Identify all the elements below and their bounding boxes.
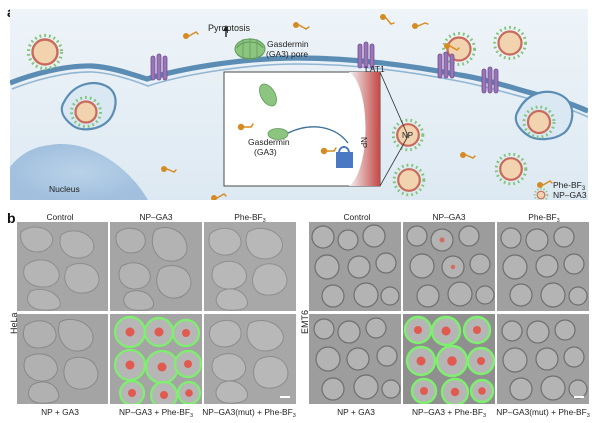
legend-phe-sub: 3 [582, 186, 586, 192]
tethered-gasdermin [267, 126, 349, 144]
phe-bf3-inside-box [237, 123, 254, 131]
bottom-label-right-2-sub: 3 [482, 413, 487, 419]
bottom-label-right-2-text: NP–GA3 + Phe-BF [411, 407, 483, 417]
legend-phe-icon [537, 180, 553, 188]
bottom-label-right-2: NP–GA3 + Phe-BF3 [411, 407, 487, 419]
zoom-line-bottom [379, 135, 409, 187]
schematic-label-pyroptosis: Pyroptosis [208, 23, 251, 33]
free-gasdermin-top [259, 83, 277, 107]
micro-hela-np-ga3-mut-plus-phe [204, 314, 296, 404]
schematic-label-gasdermin-ga3-line1: Gasdermin [248, 137, 290, 147]
legend-phe-label: Phe-BF3 [553, 180, 586, 192]
top-label-left-1-text: Control [46, 212, 74, 222]
bottom-label-right-3: NP–GA3(mut) + Phe-BF3 [496, 407, 590, 419]
top-label-right-3: Phe-BF3 [528, 212, 560, 224]
panel-a-schematic: Pyroptosis Gasdermin (GA3) pore LAT1 Gas… [10, 9, 588, 200]
np-ga3-group-lower-right [392, 163, 426, 197]
phe-bf3-scattered [161, 14, 476, 200]
panel-b-letter: b [7, 210, 16, 226]
schematic-label-gasdermin-line2: (GA3) pore [266, 49, 308, 59]
top-label-right-1-text: Control [343, 212, 371, 222]
micro-emt6-control [309, 222, 401, 311]
release-arrow [223, 25, 229, 37]
bottom-label-left-3: NP–GA3(mut) + Phe-BF3 [202, 407, 296, 419]
top-label-right-1: Control [344, 213, 371, 221]
schematic-label-gasdermin-line1: Gasdermin [267, 39, 309, 49]
micro-emt6-phe [497, 222, 589, 311]
zoom-line-top [379, 71, 409, 137]
top-label-left-3-text: Phe-BF [234, 212, 263, 222]
schematic-label-nucleus: Nucleus [49, 184, 80, 194]
np-ga3-group-top-left [26, 33, 64, 71]
micro-emt6-np-ga3-plus-phe [403, 314, 495, 404]
legend-npga3-label: NP–GA3 [553, 190, 587, 200]
scale-bar-left [280, 396, 290, 398]
bottom-label-right-1: NP + GA3 [337, 408, 375, 416]
bottom-label-left-3-sub: 3 [292, 413, 296, 419]
schematic-label-lat1: LAT1 [365, 64, 385, 74]
schematic-label-gasdermin-ga3-line2: (GA3) [254, 147, 277, 157]
gasdermin-pore [234, 38, 266, 60]
top-label-left-2: NP–GA3 [139, 213, 172, 221]
phe-bf3-near-lock [320, 147, 337, 155]
top-label-right-3-sub: 3 [556, 218, 560, 224]
top-label-right-2: NP–GA3 [432, 213, 465, 221]
top-label-left-3: Phe-BF3 [234, 212, 266, 224]
top-label-right-2-text: NP–GA3 [432, 212, 466, 222]
micro-hela-np-plus-ga3 [17, 314, 108, 404]
legend-phe-text: Phe-BF [553, 180, 582, 190]
bottom-label-right-1-text: NP + GA3 [337, 407, 375, 417]
transporter-right [437, 51, 455, 79]
bottom-label-left-1-text: NP + GA3 [41, 407, 79, 417]
nucleus-shape [10, 144, 148, 200]
top-label-left-1: Control [47, 213, 74, 221]
bottom-label-left-2: NP–GA3 + Phe-BF3 [118, 407, 194, 419]
np-surface [349, 72, 380, 186]
bottom-label-left-1: NP + GA3 [41, 408, 79, 416]
schematic-label-np-small: NP [402, 131, 413, 140]
micro-emt6-np-plus-ga3 [309, 314, 401, 404]
np-ga3-group-top-right-2 [493, 26, 527, 60]
np-ga3-group-lower-right-2 [494, 152, 528, 186]
cleavage-lock-icon [336, 146, 353, 168]
bottom-label-right-3-sub: 3 [586, 413, 590, 419]
transporter-far-right [481, 66, 499, 94]
micro-hela-np-ga3 [110, 222, 202, 311]
micro-emt6-np-ga3-mut-plus-phe [497, 314, 589, 404]
zoom-box [223, 71, 381, 187]
np-ga3-group-center-right [391, 118, 425, 152]
top-label-right-3-text: Phe-BF [528, 212, 557, 222]
np-ga3-group-left-vesicle [70, 96, 102, 128]
transporter-middle [357, 41, 375, 69]
bottom-label-left-2-sub: 3 [189, 413, 194, 419]
bottom-label-left-3-text: NP–GA3(mut) + Phe-BF [202, 407, 293, 417]
micro-hela-control [17, 222, 108, 311]
top-label-left-2-text: NP–GA3 [139, 212, 173, 222]
bottom-label-left-2-text: NP–GA3 + Phe-BF [118, 407, 190, 417]
transporter-left [150, 53, 168, 81]
legend-npga3-icon [533, 187, 549, 200]
top-label-left-3-sub: 3 [262, 218, 266, 224]
micro-hela-np-ga3-plus-phe [110, 314, 202, 404]
scale-bar-right [574, 396, 584, 398]
micro-emt6-np-ga3 [403, 222, 495, 311]
bottom-label-right-3-text: NP–GA3(mut) + Phe-BF [496, 407, 587, 417]
micro-hela-phe [204, 222, 296, 311]
schematic-label-np: NP [359, 137, 368, 148]
np-ga3-group-right-vesicle [522, 105, 556, 139]
